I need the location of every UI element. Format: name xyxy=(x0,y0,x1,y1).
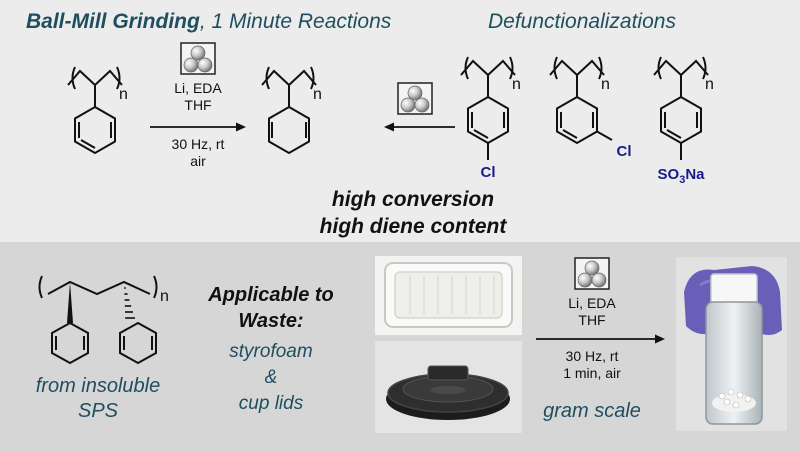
subscript-n: n xyxy=(160,288,169,305)
m-chloro-polystyrene-structure xyxy=(549,56,613,145)
chloro-substituent: Cl xyxy=(617,143,632,160)
solvent-label: THF xyxy=(184,97,211,113)
solvent-label: THF xyxy=(578,312,605,328)
top-panel xyxy=(0,0,800,242)
reaction-arrow xyxy=(536,334,665,344)
atmosphere-label: air xyxy=(190,153,206,169)
subscript-n: n xyxy=(601,76,610,93)
ball-mill-icon xyxy=(397,82,433,115)
styrofoam-tray-photo xyxy=(375,256,522,335)
conditions-label-2: 1 min, air xyxy=(563,365,621,381)
syndiotactic-polymer-structure xyxy=(38,275,158,365)
cup-lid-photo xyxy=(375,341,522,433)
ball-mill-icon xyxy=(180,42,216,75)
ball-mill-icon xyxy=(574,257,610,290)
polystyrene-structure xyxy=(67,66,123,155)
subscript-n: n xyxy=(512,76,521,93)
gram-scale-label: gram scale xyxy=(543,400,641,422)
conditions-label: 30 Hz, rt xyxy=(172,136,225,152)
outcome-line-1: high conversion xyxy=(332,188,494,211)
cyclohexadiene-polymer-structure xyxy=(261,66,317,155)
applicable-line-2: Waste: xyxy=(238,310,303,332)
product-vial-photo xyxy=(676,257,787,431)
sps-label-line-1: from insoluble xyxy=(36,375,161,397)
hashed-bond xyxy=(124,287,135,319)
header-defunctionalizations: Defunctionalizations xyxy=(488,10,676,33)
outcome-line-2: high diene content xyxy=(320,215,508,238)
chloro-substituent: Cl xyxy=(481,164,496,181)
subscript-n: n xyxy=(313,86,322,103)
waste-line-1: styrofoam xyxy=(229,341,312,362)
sulfonate-substituent: SO3Na xyxy=(658,166,706,186)
defunctionalization-arrow xyxy=(384,122,455,132)
waste-line-2: & xyxy=(265,367,278,388)
subscript-n: n xyxy=(705,76,714,93)
header-title: Ball-Mill Grinding, 1 Minute Reactions xyxy=(26,10,392,33)
waste-line-3: cup lids xyxy=(239,393,304,414)
sulfonated-polystyrene-structure xyxy=(653,56,709,160)
applicable-line-1: Applicable to xyxy=(207,284,334,306)
reagents-label: Li, EDA xyxy=(174,80,222,96)
conditions-label: 30 Hz, rt xyxy=(566,348,619,364)
reaction-arrow xyxy=(150,122,246,132)
p-chloro-polystyrene-structure xyxy=(460,56,516,160)
subscript-n: n xyxy=(119,86,128,103)
wedge-bond xyxy=(67,282,73,323)
reagents-label: Li, EDA xyxy=(568,295,616,311)
sps-label-line-2: SPS xyxy=(78,400,119,422)
